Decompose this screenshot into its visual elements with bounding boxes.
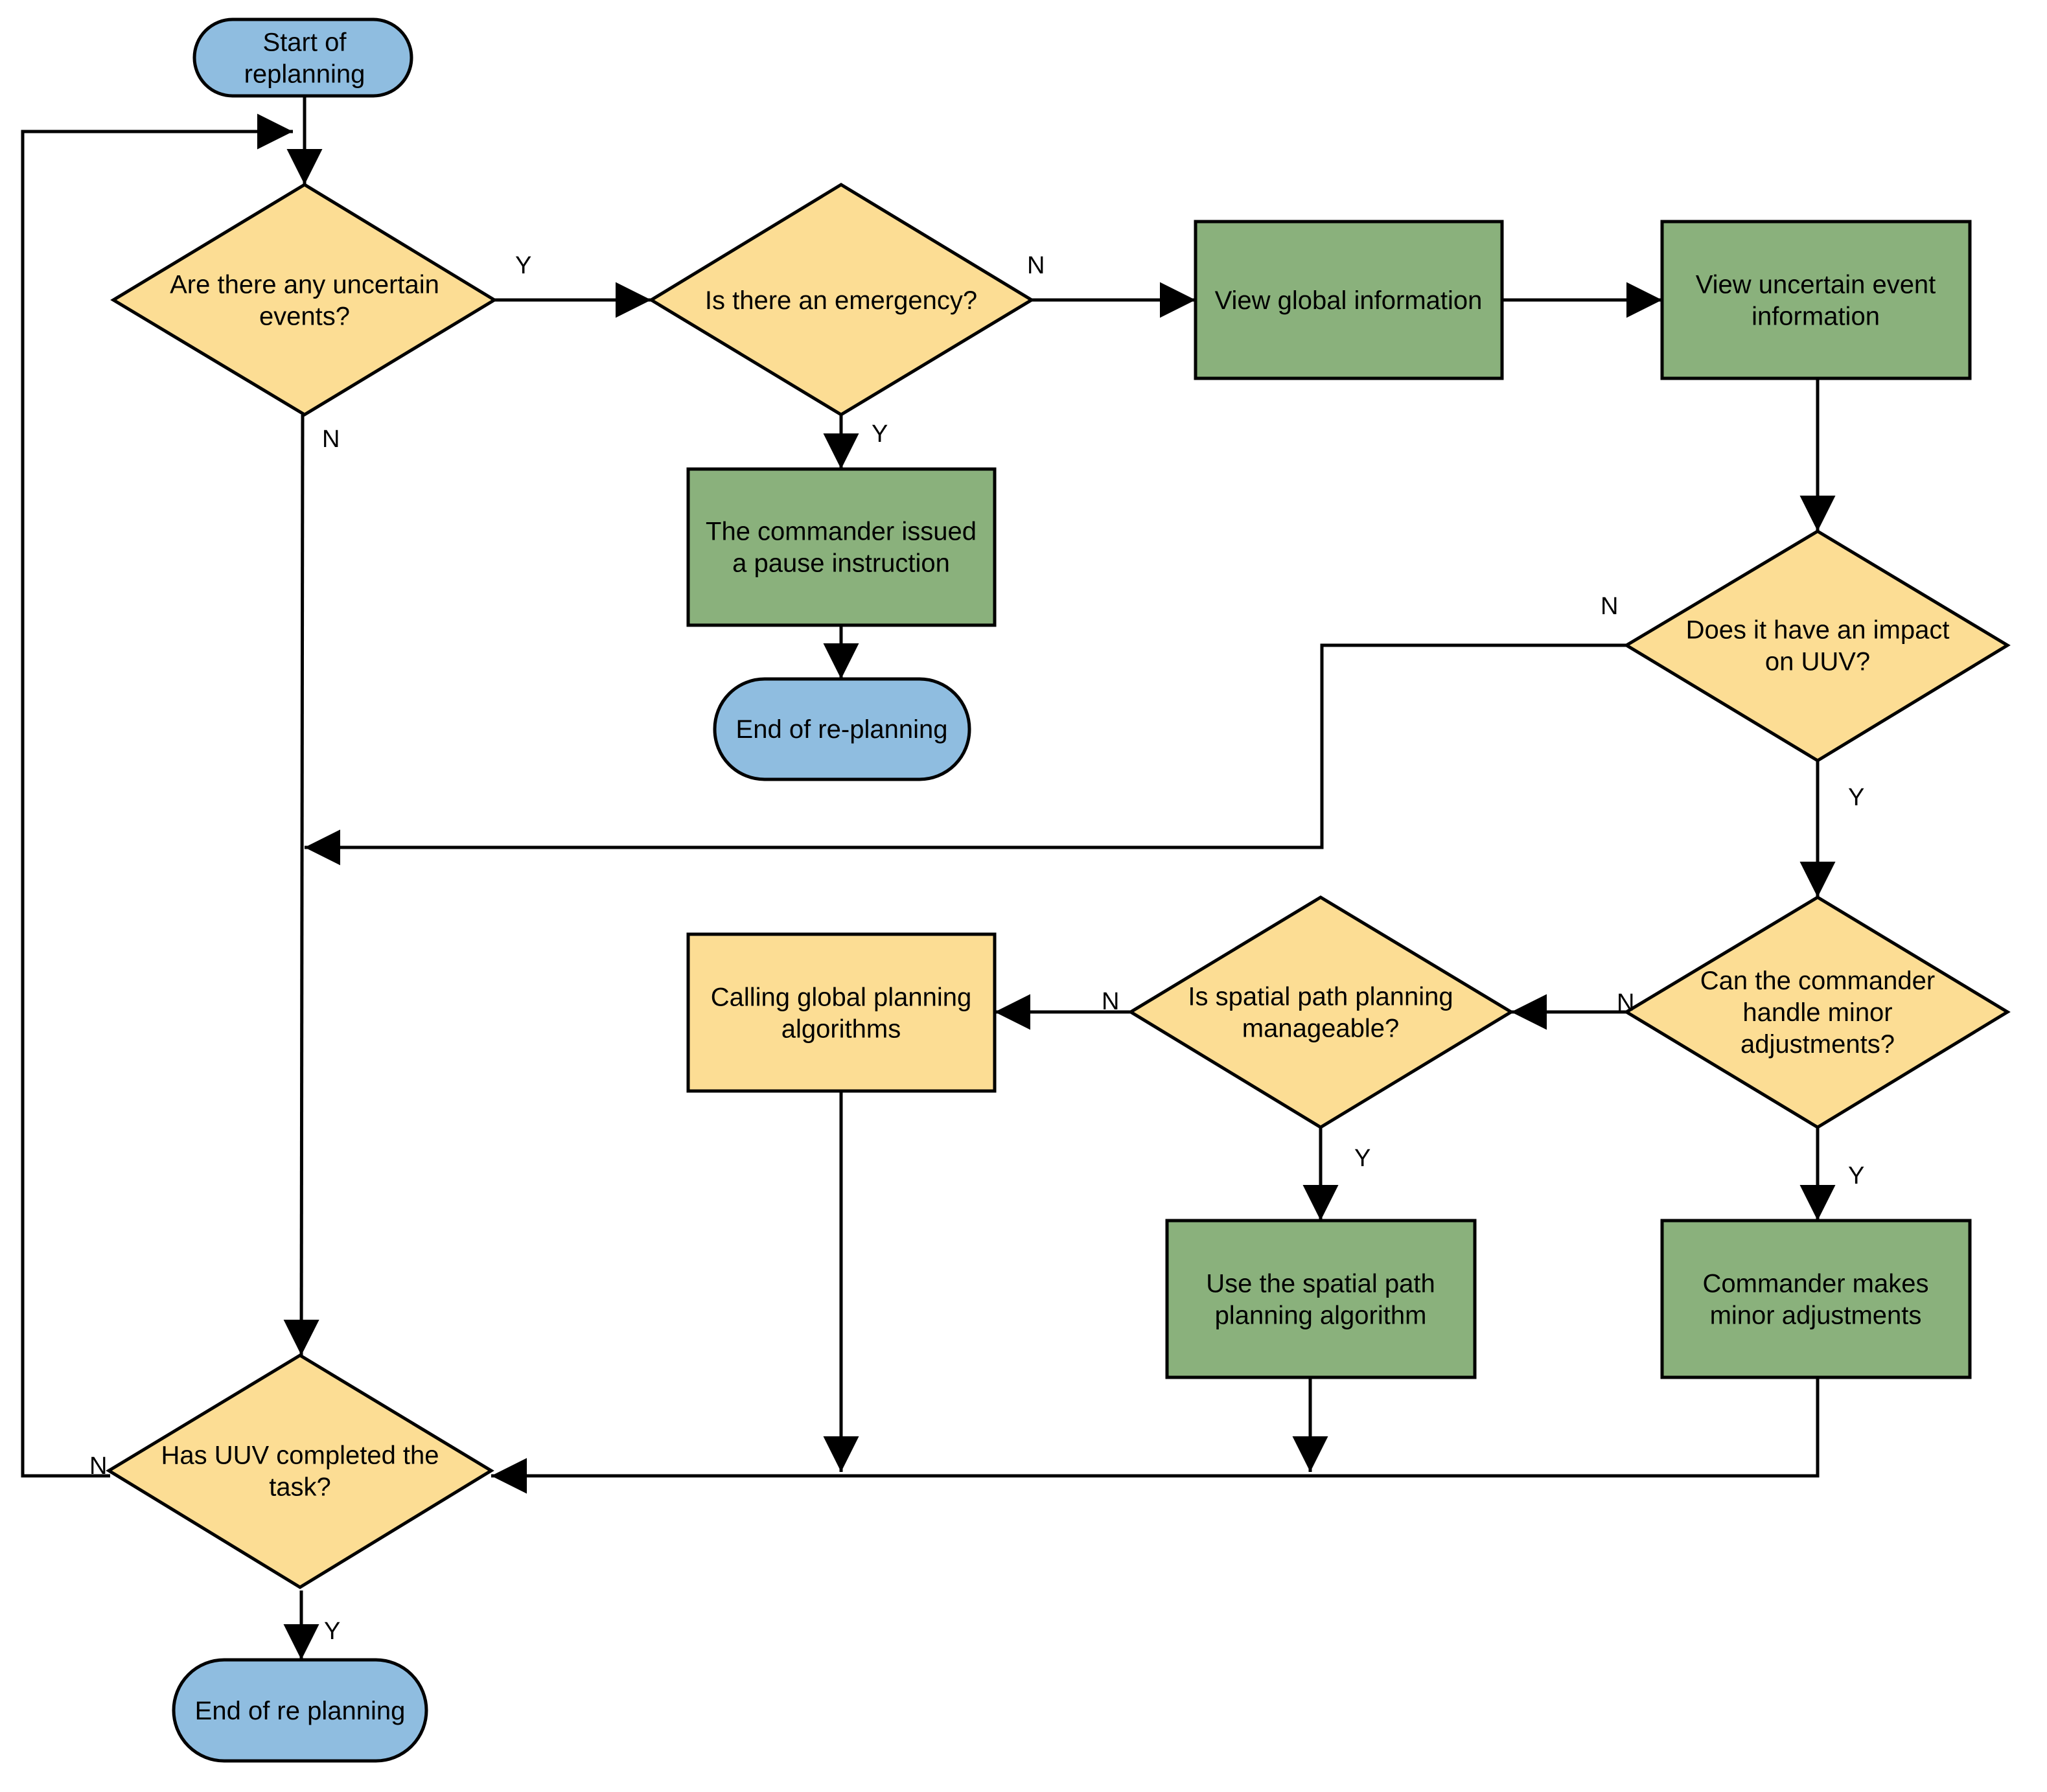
label-line: adjustments? bbox=[1741, 1030, 1895, 1059]
label-emergency-yes: Y bbox=[872, 420, 888, 448]
process-view-uncertain: View uncertain event information bbox=[1660, 220, 1972, 380]
process-minor-adj-shape bbox=[1660, 1219, 1972, 1379]
end-terminal-2: End of re planning bbox=[172, 1658, 428, 1763]
label-line: replanning bbox=[244, 60, 365, 89]
decision-emergency: Is there an emergency? bbox=[648, 183, 1035, 417]
decision-minor-adjustments: Can the commander handle minor adjustments… bbox=[1623, 895, 2011, 1129]
edge-minor-adj-to-completed bbox=[491, 1377, 1820, 1494]
edge-labels: Y N N Y N Y N Y N Y N Y bbox=[89, 252, 1864, 1645]
end-1-label: End of re-planning bbox=[736, 715, 948, 744]
edge-completed-no-loop bbox=[21, 113, 293, 1478]
decision-uncertain-shape bbox=[110, 183, 498, 417]
label-line: Start of bbox=[263, 29, 347, 57]
decision-completed-label: Has UUV completed the task? bbox=[161, 1442, 439, 1502]
label-line: Does it have an impact bbox=[1686, 616, 1950, 645]
process-spatial-algorithm: Use the spatial path planning algorithm bbox=[1165, 1219, 1477, 1379]
decision-spatial-shape bbox=[1128, 895, 1514, 1129]
label-impact-no: N bbox=[1601, 593, 1618, 620]
label-line: Can the commander bbox=[1700, 967, 1935, 995]
decision-impact-shape bbox=[1623, 529, 2011, 763]
label-line: a pause instruction bbox=[732, 549, 950, 578]
process-global-alg-shape bbox=[686, 932, 997, 1093]
edges bbox=[21, 96, 1836, 1660]
label-line: End of re-planning bbox=[736, 715, 948, 744]
label-spatial-no: N bbox=[1102, 988, 1119, 1015]
decision-minor-label: Can the commander handle minor adjustments… bbox=[1700, 967, 1935, 1059]
process-view-global: View global information bbox=[1194, 220, 1504, 380]
decision-spatial-label: Is spatial path planning manageable? bbox=[1188, 983, 1453, 1043]
label-completed-yes: Y bbox=[324, 1618, 340, 1645]
label-line: Is there an emergency? bbox=[705, 286, 977, 315]
decision-uncertain-label: Are there any uncertain events? bbox=[170, 271, 439, 331]
label-line: Use the spatial path bbox=[1206, 1270, 1435, 1298]
process-spatial-alg-shape bbox=[1165, 1219, 1477, 1379]
label-minor-no: N bbox=[1617, 989, 1634, 1017]
label-line: End of re planning bbox=[195, 1697, 406, 1725]
process-view-uncertain-shape bbox=[1660, 220, 1972, 380]
label-uncertain-yes: Y bbox=[515, 252, 531, 279]
label-line: events? bbox=[259, 303, 350, 331]
label-line: information bbox=[1752, 303, 1880, 331]
label-line: Is spatial path planning bbox=[1188, 983, 1453, 1011]
process-minor-adjustments: Commander makes minor adjustments bbox=[1660, 1219, 1972, 1379]
decision-impact: Does it have an impact on UUV? bbox=[1623, 529, 2011, 763]
edge-impact-no bbox=[305, 643, 1626, 866]
label-line: View global information bbox=[1215, 286, 1483, 315]
label-line: minor adjustments bbox=[1710, 1302, 1922, 1330]
label-line: Calling global planning bbox=[711, 983, 972, 1012]
label-line: task? bbox=[269, 1473, 331, 1502]
decision-impact-label: Does it have an impact on UUV? bbox=[1686, 616, 1950, 676]
process-pause-instruction: The commander issued a pause instruction bbox=[686, 467, 997, 627]
label-line: on UUV? bbox=[1765, 648, 1870, 676]
process-view-uncertain-label: View uncertain event information bbox=[1696, 271, 1936, 331]
decision-completed-shape bbox=[106, 1353, 494, 1589]
label-line: Commander makes bbox=[1702, 1270, 1928, 1298]
decision-spatial-planning: Is spatial path planning manageable? bbox=[1128, 895, 1514, 1129]
decision-emergency-label: Is there an emergency? bbox=[705, 286, 977, 315]
end-2-shape bbox=[172, 1658, 428, 1763]
start-shape bbox=[192, 17, 413, 98]
label-line: manageable? bbox=[1242, 1015, 1399, 1043]
end-2-label: End of re planning bbox=[195, 1697, 406, 1725]
label-line: Are there any uncertain bbox=[170, 271, 439, 299]
process-view-global-shape bbox=[1194, 220, 1504, 380]
label-line: The commander issued bbox=[706, 518, 977, 546]
process-pause-label: The commander issued a pause instruction bbox=[706, 518, 977, 578]
label-emergency-no: N bbox=[1027, 252, 1045, 279]
label-completed-no: N bbox=[89, 1453, 107, 1480]
process-global-alg-label: Calling global planning algorithms bbox=[711, 983, 972, 1044]
decision-emergency-shape bbox=[648, 183, 1035, 417]
label-line: algorithms bbox=[781, 1015, 901, 1044]
decision-uncertain-events: Are there any uncertain events? bbox=[110, 183, 498, 417]
label-line: handle minor bbox=[1742, 998, 1892, 1027]
label-minor-yes: Y bbox=[1848, 1162, 1864, 1189]
start-label: Start of replanning bbox=[244, 29, 365, 89]
process-spatial-alg-label: Use the spatial path planning algorithm bbox=[1206, 1270, 1435, 1330]
decision-task-completed: Has UUV completed the task? bbox=[106, 1353, 494, 1589]
start-terminal: Start of replanning bbox=[192, 17, 413, 98]
edge-uncertain-no bbox=[283, 414, 319, 1356]
end-1-shape bbox=[713, 677, 971, 781]
decision-minor-shape bbox=[1623, 895, 2011, 1129]
label-uncertain-no: N bbox=[322, 426, 340, 453]
label-spatial-yes: Y bbox=[1354, 1145, 1370, 1172]
label-line: planning algorithm bbox=[1215, 1302, 1427, 1330]
label-impact-yes: Y bbox=[1848, 784, 1864, 811]
end-terminal-1: End of re-planning bbox=[713, 677, 971, 781]
process-global-algorithm: Calling global planning algorithms bbox=[686, 932, 997, 1093]
process-minor-adj-label: Commander makes minor adjustments bbox=[1702, 1270, 1928, 1330]
label-line: Has UUV completed the bbox=[161, 1442, 439, 1470]
process-view-global-label: View global information bbox=[1215, 286, 1483, 315]
label-line: View uncertain event bbox=[1696, 271, 1936, 299]
process-pause-shape bbox=[686, 467, 997, 627]
